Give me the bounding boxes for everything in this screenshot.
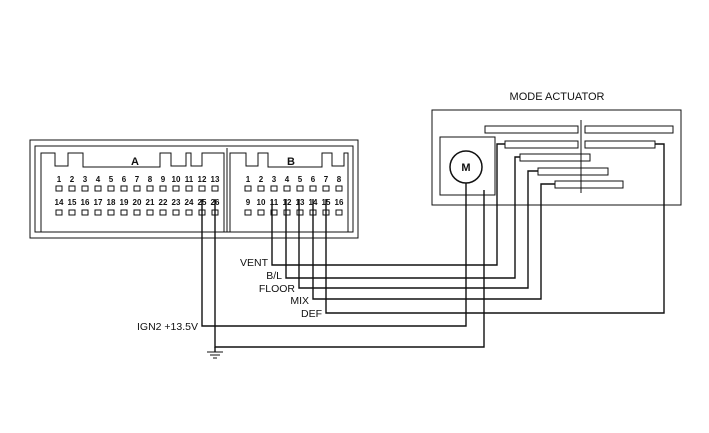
ground-icon — [207, 351, 223, 359]
wire-ground — [214, 190, 485, 348]
pin-b-9: 9 — [246, 198, 251, 207]
connector-a-row1: 1 2 3 4 5 6 7 8 9 10 11 12 13 — [57, 175, 220, 184]
label-def: DEF — [301, 308, 322, 320]
connector-b-row1-sockets — [244, 185, 343, 192]
switch-contact-bars — [484, 120, 674, 193]
wire-ign2 — [201, 183, 467, 327]
connector-a-row2-sockets — [55, 209, 219, 216]
pin-a-20: 20 — [133, 198, 142, 207]
connector-b-row1: 1 2 3 4 5 6 7 8 — [246, 175, 342, 184]
pin-a-9: 9 — [161, 175, 166, 184]
pin-a-22: 22 — [159, 198, 168, 207]
label-mix: MIX — [290, 295, 309, 307]
wire-def — [325, 143, 665, 314]
pin-b-6: 6 — [311, 175, 316, 184]
pin-b-12: 12 — [283, 198, 292, 207]
wire-floor — [298, 170, 538, 289]
wires — [201, 143, 665, 352]
connector-a-label: A — [131, 156, 139, 168]
pin-a-18: 18 — [107, 198, 116, 207]
pin-a-7: 7 — [135, 175, 140, 184]
wire-vent — [271, 143, 505, 266]
pin-a-5: 5 — [109, 175, 114, 184]
mode-actuator-box — [431, 109, 682, 206]
pin-b-7: 7 — [324, 175, 329, 184]
pin-a-3: 3 — [83, 175, 88, 184]
pin-a-4: 4 — [96, 175, 101, 184]
label-floor: FLOOR — [259, 283, 296, 295]
pin-a-24: 24 — [185, 198, 194, 207]
pin-b-11: 11 — [270, 198, 279, 207]
pin-b-3: 3 — [272, 175, 277, 184]
connector-b-row2-sockets — [244, 209, 343, 216]
connector-housing — [29, 139, 359, 239]
pin-a-6: 6 — [122, 175, 127, 184]
motor-housing — [439, 136, 496, 196]
pin-b-8: 8 — [337, 175, 342, 184]
label-ign2: IGN2 +13.5V — [137, 321, 198, 333]
wire-mix — [312, 183, 555, 300]
label-bl: B/L — [266, 270, 282, 282]
connector-a-row2: 14 15 16 17 18 19 20 21 22 23 24 25 26 — [55, 198, 220, 207]
pin-a-10: 10 — [172, 175, 181, 184]
pin-b-5: 5 — [298, 175, 303, 184]
pin-a-11: 11 — [185, 175, 194, 184]
pin-b-16: 16 — [335, 198, 344, 207]
connector-b-label: B — [287, 156, 295, 168]
pin-a-14: 14 — [55, 198, 64, 207]
pin-b-2: 2 — [259, 175, 264, 184]
pin-a-21: 21 — [146, 198, 155, 207]
pin-a-17: 17 — [94, 198, 103, 207]
pin-b-10: 10 — [257, 198, 266, 207]
pin-a-19: 19 — [120, 198, 129, 207]
pin-a-23: 23 — [172, 198, 181, 207]
pin-a-1: 1 — [57, 175, 62, 184]
pin-b-1: 1 — [246, 175, 251, 184]
pin-a-16: 16 — [81, 198, 90, 207]
pin-a-8: 8 — [148, 175, 153, 184]
connector-a-row1-sockets — [55, 185, 219, 192]
label-vent: VENT — [240, 257, 269, 269]
pin-a-2: 2 — [70, 175, 75, 184]
wire-bl — [285, 156, 520, 279]
pin-a-12: 12 — [198, 175, 207, 184]
connector-b-row2: 9 10 11 12 13 14 15 16 — [246, 198, 344, 207]
pin-b-4: 4 — [285, 175, 290, 184]
pin-a-13: 13 — [211, 175, 220, 184]
pin-a-15: 15 — [68, 198, 77, 207]
motor-symbol: M — [461, 162, 470, 174]
pin-b-13: 13 — [296, 198, 305, 207]
mode-actuator-title: MODE ACTUATOR — [510, 91, 605, 103]
